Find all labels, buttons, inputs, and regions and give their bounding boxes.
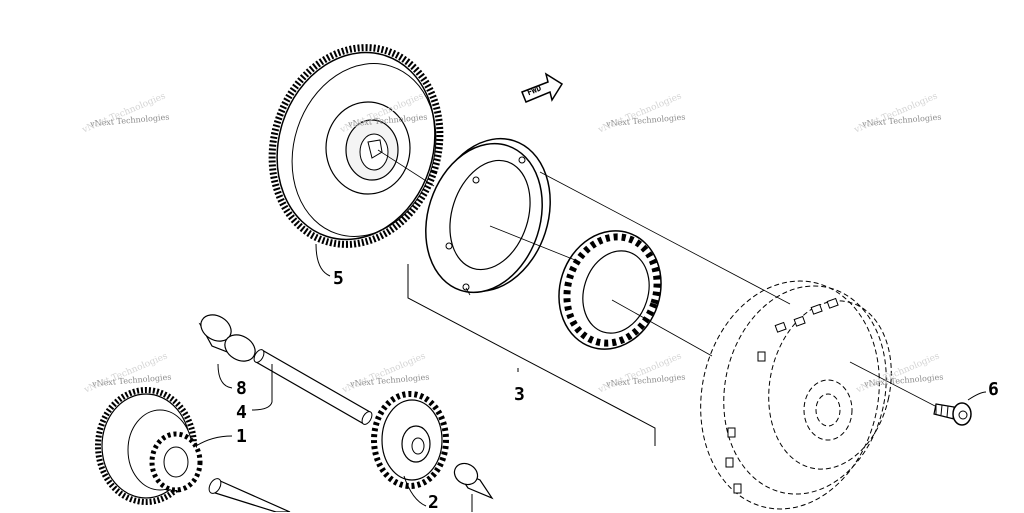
- starter-clutch-housing: [425, 137, 551, 294]
- callout-1: 1: [236, 426, 247, 447]
- bolt: [933, 402, 972, 426]
- large-driven-gear: [268, 44, 444, 248]
- callout-4: 4: [236, 402, 247, 423]
- starter-motor-gear: [95, 387, 203, 505]
- forward-direction-arrow: [521, 72, 564, 103]
- sprag-clutch: [558, 230, 662, 350]
- lower-shaft: [208, 478, 291, 512]
- shaft: [253, 349, 373, 425]
- callout-8: 8: [236, 378, 247, 399]
- bushing: [198, 314, 256, 362]
- callout-5: 5: [333, 268, 344, 289]
- callout-6: 6: [988, 379, 999, 400]
- callout-bracket-3: [407, 264, 656, 446]
- callout-2: 2: [428, 492, 439, 513]
- idler-gear: [371, 391, 449, 489]
- callout-3: 3: [514, 384, 525, 405]
- flywheel-rotor: [700, 280, 892, 510]
- assembly-lines: [377, 149, 936, 407]
- small-bushing: [453, 462, 494, 500]
- flywheel-slots: [725, 297, 839, 494]
- leader-lines: [195, 243, 987, 512]
